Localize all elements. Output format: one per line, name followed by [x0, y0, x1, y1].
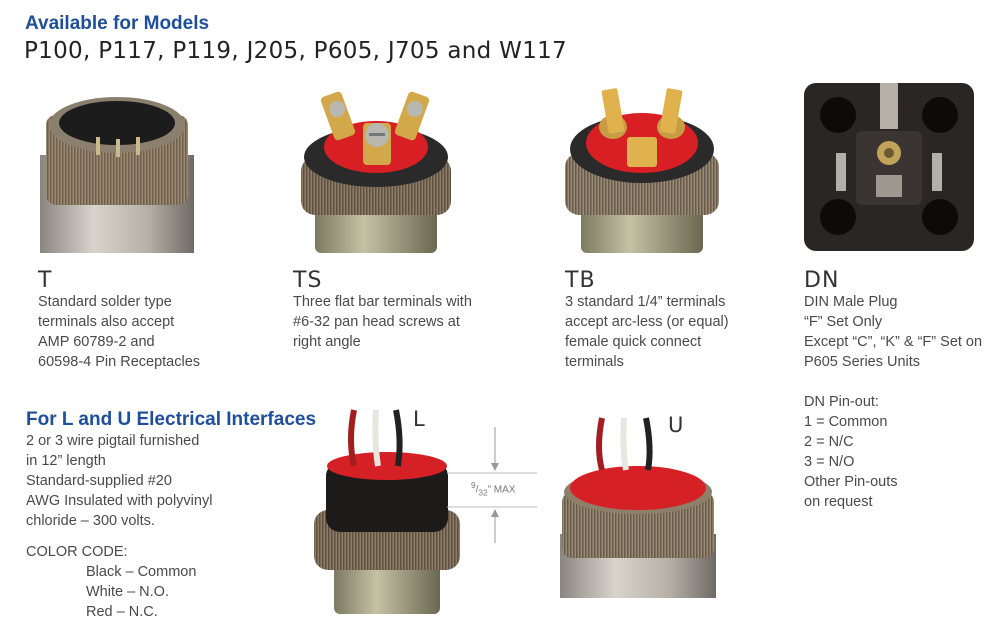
dimension-numerator: 9 — [471, 480, 476, 490]
dimension-suffix: ” MAX — [487, 484, 516, 496]
terminal-desc-ts: Three flat bar terminals with #6-32 pan … — [293, 294, 472, 350]
models-list: P100, P117, P119, J205, P605, J705 and W… — [24, 38, 567, 64]
terminal-desc-dn: DIN Male Plug “F” Set Only Except “C”, “… — [804, 294, 983, 370]
product-image-ts — [301, 91, 451, 253]
color-red: Red – N.C. — [86, 604, 158, 620]
color-code-label: COLOR CODE: — [26, 544, 128, 560]
dn-pinout: DN Pin-out: 1 = Common 2 = N/C 3 = N/O O… — [804, 394, 898, 510]
product-image-u — [560, 417, 716, 598]
interfaces-title: For L and U Electrical Interfaces — [26, 409, 317, 430]
dimension-denominator: 32 — [478, 487, 488, 498]
terminal-code-ts: TS — [293, 268, 323, 293]
product-image-l — [314, 409, 460, 614]
color-black: Black – Common — [86, 564, 197, 580]
dimension-marker — [447, 427, 537, 543]
color-white: White – N.O. — [86, 584, 169, 600]
terminal-code-t: T — [38, 268, 53, 293]
terminal-desc-t: Standard solder type terminals also acce… — [38, 294, 201, 370]
terminal-desc-tb: 3 standard 1/4” terminals accept arc-les… — [565, 294, 729, 370]
section-title: Available for Models — [25, 13, 210, 34]
label-l: L — [413, 407, 426, 431]
label-u: U — [668, 413, 685, 437]
terminal-code-dn: DN — [804, 268, 840, 293]
interfaces-desc: 2 or 3 wire pigtail furnished in 12” len… — [26, 433, 213, 529]
product-image-t — [40, 97, 194, 253]
terminal-code-tb: TB — [565, 268, 596, 293]
dimension-label: 9/32” MAX — [471, 480, 516, 498]
product-image-tb — [565, 88, 719, 253]
product-image-dn — [804, 83, 974, 251]
